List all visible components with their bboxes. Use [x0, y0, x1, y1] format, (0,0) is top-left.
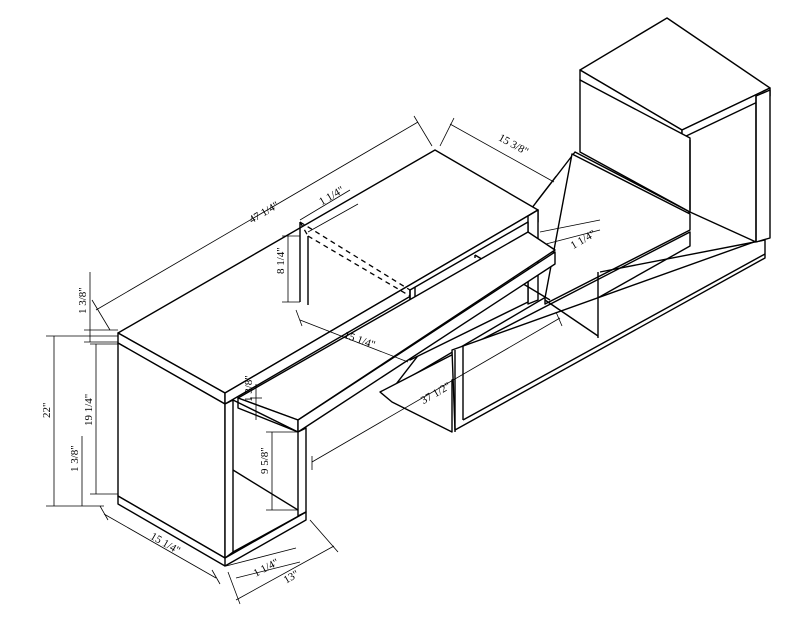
dim-inner-height: 8 1/4" [275, 247, 287, 274]
middle-shelf-side [297, 251, 556, 433]
dim-side-height: 19 1/4" [83, 394, 95, 426]
front-unit [117, 149, 556, 567]
dim-shelf-thickness: 1 3/8" [243, 375, 255, 402]
dim-base-board-thickness: 1 1/4" [252, 557, 281, 580]
dim-depth-upper: 15 3/8" [496, 132, 530, 158]
dim-bottom-board-thickness: 1 3/8" [69, 445, 81, 472]
dim-lower-opening: 9 5/8" [259, 447, 271, 474]
lower-cubby-right [297, 427, 307, 517]
dim-base-width: 13" [282, 568, 301, 586]
left-side-inner [224, 399, 234, 559]
dim-total-height: 22" [41, 403, 53, 419]
dimension-lines [46, 115, 601, 605]
rear-lower-box [451, 237, 766, 431]
dim-overall-length: 47 1/4" [247, 200, 281, 227]
cube-right-side [755, 89, 771, 243]
dim-top-board-thickness: 1 3/8" [77, 287, 89, 314]
rear-shelf-top-plate [544, 153, 691, 305]
